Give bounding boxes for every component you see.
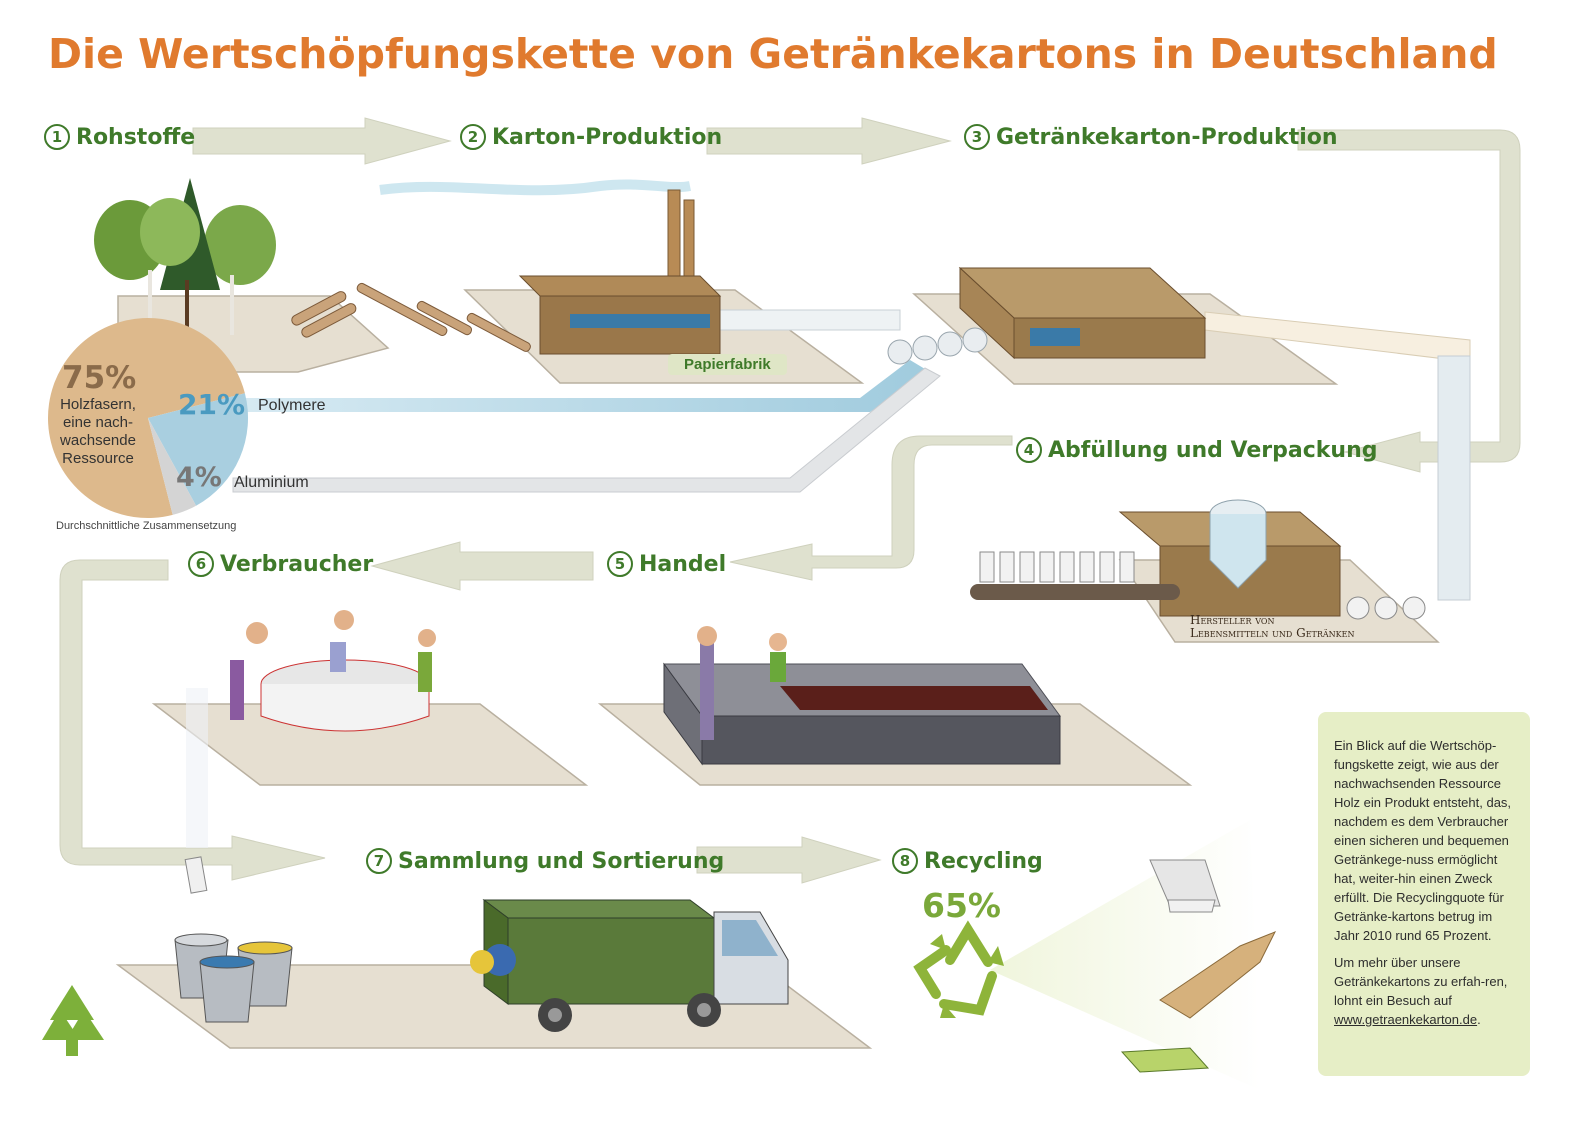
page-title: Die Wertschöpfungskette von Getränkekart… [48,30,1498,78]
manufacturer-label: Hersteller von Lebensmitteln und Getränk… [1190,614,1355,640]
pie-slice-aluminium [148,418,197,515]
garbage-truck [470,899,789,1032]
wood-percentage: 75% [62,360,137,396]
logs-illustration [291,282,531,352]
manufacturer-label-line2: Lebensmitteln und Getränken [1190,626,1355,640]
paper-mill-label: Papierfabrik [668,354,787,375]
polymer-flow [245,360,930,412]
paper-rolls [887,327,988,365]
waste-bins [174,933,293,1023]
website-link-suffix: . [1477,1012,1481,1027]
recycling-rate: 65% [922,886,1001,925]
polymers-percentage: 21% [178,388,246,421]
flow-arrow-1-2 [192,117,452,165]
wood-label: Holzfasern, eine nach-wachsende Ressourc… [60,396,136,467]
pie-slice-polymers [148,393,249,506]
aluminium-percentage: 4% [176,462,222,493]
falling-carton-light [186,688,208,848]
printed-web-down [1437,355,1471,601]
paper-web [719,309,901,331]
forest-illustration [94,178,276,335]
recycle-icon [913,920,997,1016]
info-paragraph-2-text: Um mehr über unsere Getränkekartons zu e… [1334,955,1508,1008]
info-box: Ein Blick auf die Wertschöp-fungskette z… [1318,712,1530,1076]
aluminium-label: Aluminium [234,474,309,491]
checkout-counter [663,626,1061,766]
flow-arrow-7-8 [696,836,882,884]
website-link[interactable]: www.getraenkekarton.de [1334,1012,1478,1027]
polymers-label: Polymere [258,397,326,414]
filling-station [970,499,1426,620]
logo-tree-icon [42,985,104,1056]
pie-slice-wood [47,317,245,518]
manufacturer-label-line1: Hersteller von [1190,613,1275,627]
consumer-table [230,610,436,732]
composition-pie-chart [47,317,249,518]
flow-arrow-2-3 [706,117,952,165]
info-paragraph-1: Ein Blick auf die Wertschöp-fungskette z… [1334,738,1512,943]
aluminium-flow [232,367,941,493]
paper-mill-building [379,179,722,355]
composition-caption: Durchschnittliche Zusammensetzung [56,520,237,532]
carton-production-building [958,266,1207,360]
flow-arrow-4-5 [729,435,1013,581]
recycled-products [1120,859,1277,1073]
flow-arrow-6-7 [59,559,326,881]
info-paragraph-2: Um mehr über unsere Getränkekartons zu e… [1334,953,1520,1029]
discarded-carton [184,856,208,894]
flow-arrow-5-6 [370,541,594,591]
flow-arrow-3-4 [1297,129,1521,473]
